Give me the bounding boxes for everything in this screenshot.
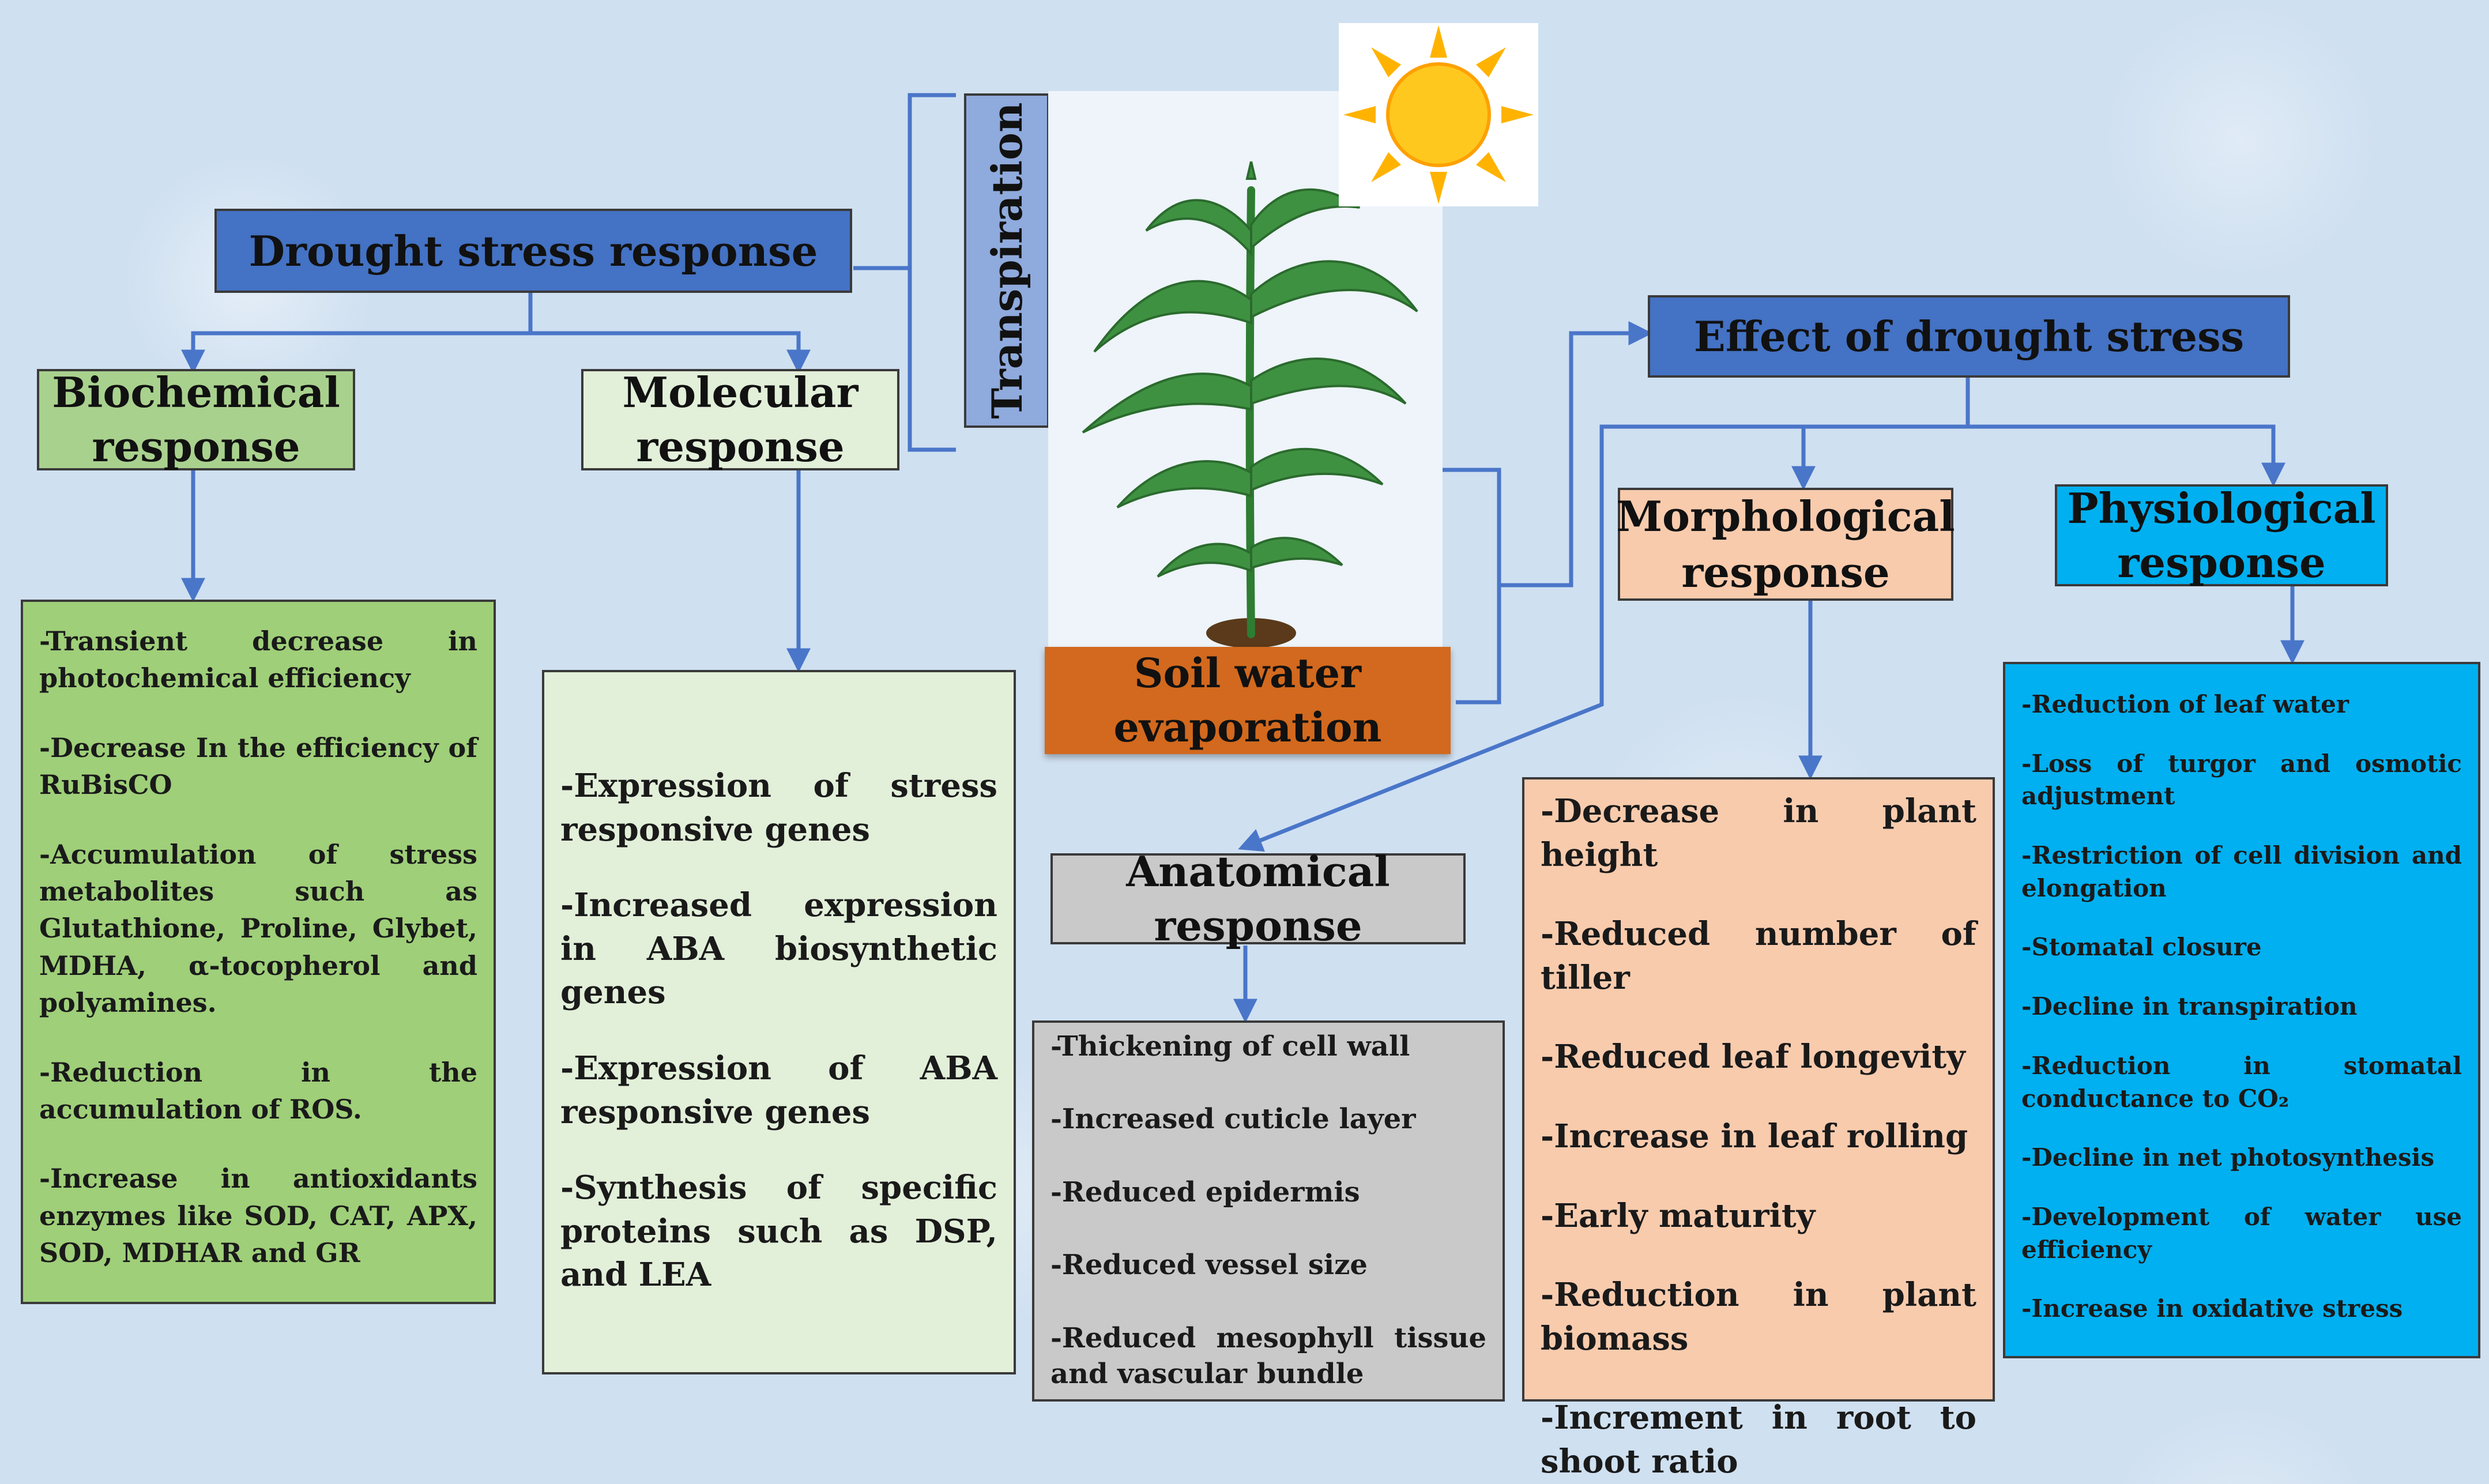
anatomical-response-title: Anatomical response [1126, 847, 1390, 950]
list-item: -Reduction in stomatal conductance to CO… [2021, 1051, 2462, 1113]
list-item: -Decrease in plant height [1541, 792, 1976, 874]
anatomical-response-title-box: Anatomical response [1050, 847, 1466, 950]
morphological-response-list: -Decrease in plant height -Reduced numbe… [1522, 777, 1995, 1481]
effect-of-drought-stress-label: Effect of drought stress [1693, 312, 2245, 361]
molecular-response-title-box: Molecular response [581, 368, 899, 471]
transpiration-label: Transpiration [982, 102, 1031, 419]
list-item: -Expression of ABA responsive genes [560, 1049, 997, 1131]
physiological-response-list: -Reduction of leaf water -Loss of turgor… [2003, 662, 2480, 1358]
morphological-response-title-box: Morphological response [1616, 488, 1955, 601]
list-item: -Reduction of leaf water [2021, 690, 2349, 718]
list-item: -Increase in oxidative stress [2021, 1294, 2403, 1323]
list-item: -Decline in net photosynthesis [2021, 1143, 2435, 1172]
molecular-response-list: -Expression of stress responsive genes -… [542, 670, 1016, 1374]
list-item: -Reduced vessel size [1050, 1249, 1368, 1282]
biochemical-response-list: -Transient decrease in photochemical eff… [21, 600, 496, 1304]
physiological-response-title-box: Physiological response [2055, 483, 2388, 587]
morphological-response-title: Morphological response [1616, 491, 1955, 597]
connector-lines [181, 93, 2305, 1023]
transpiration-box: Transpiration [964, 93, 1049, 428]
list-item: -Reduced epidermis [1050, 1176, 1360, 1208]
list-item: -Reduction in the accumulation of ROS. [39, 1056, 477, 1125]
anatomical-response-list: -Thickening of cell wall -Increased cuti… [1032, 1020, 1505, 1402]
molecular-response-title: Molecular response [622, 368, 858, 471]
list-item: -Expression of stress responsive genes [560, 767, 997, 849]
list-item: -Increased expression in ABA biosyntheti… [560, 886, 997, 1012]
list-item: -Early maturity [1541, 1196, 1816, 1235]
list-item: -Increase in leaf rolling [1541, 1117, 1968, 1155]
list-item: -Loss of turgor and osmotic adjustment [2021, 749, 2462, 811]
list-item: -Increase in antioxidants enzymes like S… [39, 1163, 477, 1269]
biochemical-response-title: Biochemical response [52, 368, 340, 471]
maize-plant-icon [1082, 161, 1418, 648]
list-item: -Transient decrease in photochemical eff… [39, 626, 477, 694]
list-item: -Decrease In the efficiency of RuBisCO [39, 732, 477, 801]
effect-of-drought-stress-box: Effect of drought stress [1648, 295, 2290, 378]
list-item: -Thickening of cell wall [1050, 1030, 1410, 1063]
list-item: -Restriction of cell division and elonga… [2021, 841, 2462, 902]
list-item: -Development of water use efficiency [2021, 1202, 2462, 1264]
list-item: -Reduction in plant biomass [1541, 1276, 1976, 1358]
physiological-response-title: Physiological response [2067, 483, 2376, 587]
list-item: -Synthesis of specific proteins such as … [560, 1169, 997, 1294]
list-item: -Accumulation of stress metabolites such… [39, 838, 477, 1019]
soil-water-evaporation-box: Soil water evaporation [1045, 647, 1451, 754]
list-item: -Increment in root to shoot ratio [1541, 1399, 1976, 1481]
list-item: -Decline in transpiration [2021, 992, 2358, 1021]
list-item: -Reduced leaf longevity [1541, 1038, 1965, 1076]
list-item: -Increased cuticle layer [1050, 1103, 1416, 1136]
list-item: -Stomatal closure [2021, 933, 2262, 962]
drought-stress-response-box: Drought stress response [214, 209, 852, 293]
soil-water-evaporation-label: Soil water evaporation [1113, 649, 1382, 752]
sun-icon [1343, 25, 1534, 204]
biochemical-response-title-box: Biochemical response [37, 368, 355, 471]
list-item: -Reduced number of tiller [1541, 915, 1976, 997]
drought-stress-response-label: Drought stress response [248, 226, 818, 276]
list-item: -Reduced mesophyll tissue and vascular b… [1050, 1321, 1486, 1390]
